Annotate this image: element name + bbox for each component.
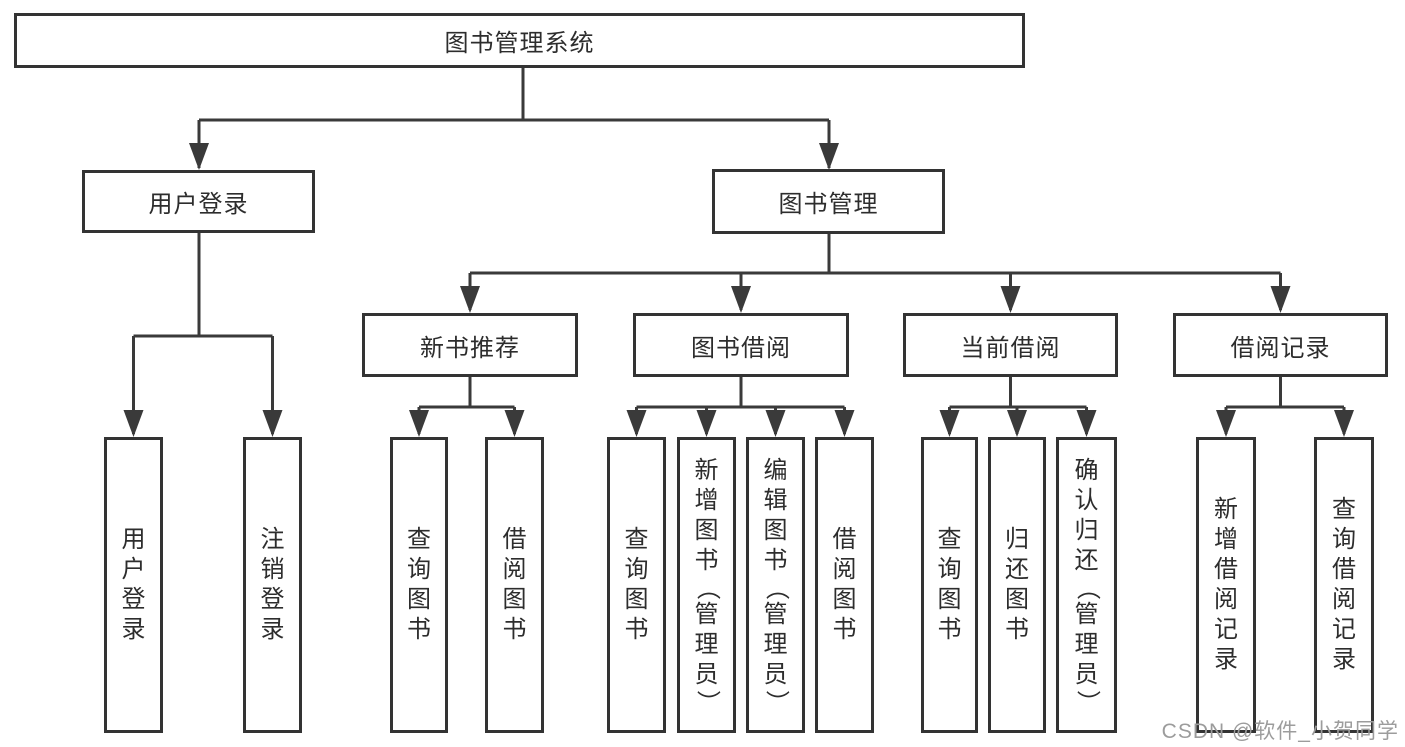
connector-root-to-level2 — [197, 68, 831, 168]
arrowhead — [939, 410, 960, 437]
node-new-book-recommend: 新书推荐 — [362, 313, 578, 377]
node-label: 用户登录 — [121, 526, 146, 643]
node-label: 查询图书 — [407, 526, 431, 643]
arrowhead — [1216, 410, 1236, 437]
node-label: 当前借阅 — [960, 334, 1061, 362]
arrowhead — [1270, 286, 1291, 313]
arrowhead — [1000, 286, 1021, 313]
arrowhead — [819, 143, 839, 170]
node-label: 编辑图书（管理员） — [762, 457, 790, 714]
arrowhead — [460, 286, 480, 313]
leaf-query-borrow-record: 查询借阅记录 — [1314, 437, 1374, 733]
node-current-borrowing: 当前借阅 — [903, 313, 1118, 377]
watermark: CSDN @软件_小贺同学 — [1161, 720, 1399, 743]
leaf-edit-books-admin: 编辑图书（管理员） — [746, 437, 805, 733]
leaf-query-books-borrowing: 查询图书 — [607, 437, 666, 733]
node-label: 新增借阅记录 — [1214, 496, 1238, 673]
arrowhead — [1334, 410, 1354, 437]
leaf-borrow-books: 借阅图书 — [815, 437, 874, 733]
connector-borrow-records-children — [1224, 377, 1346, 434]
arrowhead — [834, 410, 855, 437]
arrowhead — [1076, 410, 1097, 437]
arrowhead — [189, 143, 209, 170]
connector-book-borrow-children — [635, 377, 846, 434]
leaf-logout: 注销登录 — [243, 437, 302, 733]
leaf-add-borrow-record: 新增借阅记录 — [1196, 437, 1256, 733]
arrowhead — [731, 286, 751, 313]
node-book-management: 图书管理 — [712, 169, 945, 234]
arrowhead — [626, 410, 647, 437]
node-label: 新书推荐 — [420, 334, 520, 362]
node-label: 用户登录 — [148, 191, 249, 218]
node-label: 注销登录 — [260, 526, 285, 643]
node-library-management-system: 图书管理系统 — [14, 13, 1025, 68]
node-label: 新增图书（管理员） — [693, 457, 721, 714]
leaf-confirm-return-admin: 确认归还（管理员） — [1056, 437, 1117, 733]
leaf-borrow-books-recommend: 借阅图书 — [485, 437, 544, 733]
connector-book-mgmt-children — [468, 234, 1282, 310]
node-user-login: 用户登录 — [82, 170, 315, 233]
arrowhead — [1007, 410, 1027, 437]
node-label: 查询借阅记录 — [1332, 496, 1356, 673]
node-label: 图书管理系统 — [444, 30, 595, 57]
node-label: 图书借阅 — [691, 334, 791, 362]
leaf-query-books-recommend: 查询图书 — [390, 437, 448, 733]
leaf-query-books-current: 查询图书 — [921, 437, 978, 733]
node-book-borrowing: 图书借阅 — [633, 313, 849, 377]
arrowhead — [123, 410, 144, 437]
node-label: 查询图书 — [937, 526, 962, 643]
node-label: 图书管理 — [778, 191, 879, 218]
node-label: 借阅图书 — [502, 526, 527, 643]
node-label: 借阅图书 — [832, 526, 857, 643]
arrowhead — [409, 410, 429, 437]
leaf-user-login: 用户登录 — [104, 437, 163, 733]
arrowhead — [504, 410, 525, 437]
connector-user-login-children — [132, 233, 274, 434]
arrowhead — [262, 410, 283, 437]
node-label: 借阅记录 — [1230, 334, 1331, 362]
node-borrow-records: 借阅记录 — [1173, 313, 1388, 377]
leaf-add-books-admin: 新增图书（管理员） — [677, 437, 736, 733]
node-label: 确认归还（管理员） — [1073, 457, 1101, 714]
leaf-return-books: 归还图书 — [988, 437, 1046, 733]
connector-new-book-children — [417, 377, 516, 434]
arrowhead — [696, 410, 717, 437]
node-label: 查询图书 — [624, 526, 649, 643]
node-label: 归还图书 — [1005, 526, 1029, 643]
arrowhead — [765, 410, 786, 437]
